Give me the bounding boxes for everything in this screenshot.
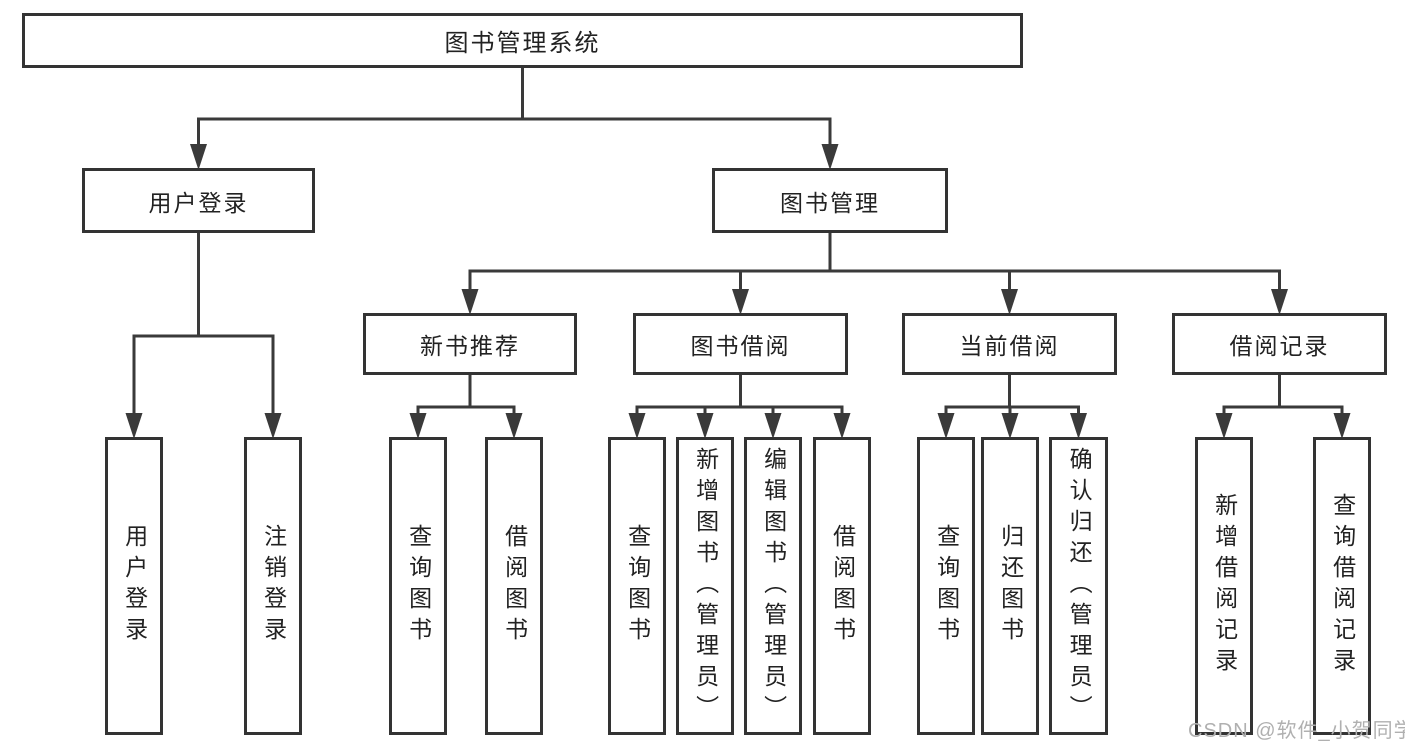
watermark: CSDN @软件_小贺同学	[1188, 720, 1405, 742]
node-cb-return-book: 归还图书	[981, 437, 1039, 735]
node-br-add-record: 新增借阅记录	[1195, 437, 1253, 735]
node-label-bb-borrow-book: 借阅图书	[829, 524, 856, 648]
node-borrow-records: 借阅记录	[1172, 313, 1387, 375]
node-label-br-add-record: 新增借阅记录	[1211, 493, 1238, 679]
node-label-bb-query-book: 查询图书	[624, 524, 651, 648]
node-label-book-mgmt: 图书管理	[780, 189, 880, 216]
node-bb-query-book: 查询图书	[608, 437, 666, 735]
node-root: 图书管理系统	[22, 13, 1023, 68]
node-book-mgmt: 图书管理	[712, 168, 948, 233]
node-cb-query-book: 查询图书	[917, 437, 975, 735]
node-label-book-borrow: 图书借阅	[690, 333, 791, 359]
node-bb-borrow-book: 借阅图书	[813, 437, 871, 735]
node-rec-borrow-book: 借阅图书	[485, 437, 543, 735]
node-logout: 注销登录	[244, 437, 302, 735]
node-label-cb-confirm: 确认归还（管理员）	[1066, 446, 1093, 726]
node-label-bb-add-book: 新增图书（管理员）	[692, 446, 719, 726]
node-rec-query-book: 查询图书	[389, 437, 447, 735]
node-book-borrow: 图书借阅	[633, 313, 848, 375]
node-label-root: 图书管理系统	[444, 30, 601, 57]
node-label-br-query-record: 查询借阅记录	[1329, 493, 1356, 679]
node-current-borrow: 当前借阅	[902, 313, 1117, 375]
node-label-cb-return-book: 归还图书	[997, 524, 1024, 648]
node-bb-add-book: 新增图书（管理员）	[676, 437, 734, 735]
node-new-book-rec: 新书推荐	[363, 313, 577, 375]
node-label-rec-borrow-book: 借阅图书	[501, 524, 528, 648]
node-label-new-book-rec: 新书推荐	[420, 333, 520, 359]
node-label-rec-query-book: 查询图书	[405, 524, 432, 648]
node-bb-edit-book: 编辑图书（管理员）	[744, 437, 802, 735]
node-br-query-record: 查询借阅记录	[1313, 437, 1371, 735]
node-label-current-borrow: 当前借阅	[959, 333, 1060, 359]
node-label-user-login: 用户登录	[148, 189, 249, 216]
node-label-logout: 注销登录	[260, 524, 287, 648]
node-cb-confirm: 确认归还（管理员）	[1049, 437, 1108, 735]
node-label-cb-query-book: 查询图书	[933, 524, 960, 648]
node-user-login: 用户登录	[82, 168, 315, 233]
node-login: 用户登录	[105, 437, 163, 735]
node-label-borrow-records: 借阅记录	[1229, 333, 1330, 359]
node-label-login: 用户登录	[121, 524, 148, 648]
node-label-bb-edit-book: 编辑图书（管理员）	[760, 446, 787, 726]
